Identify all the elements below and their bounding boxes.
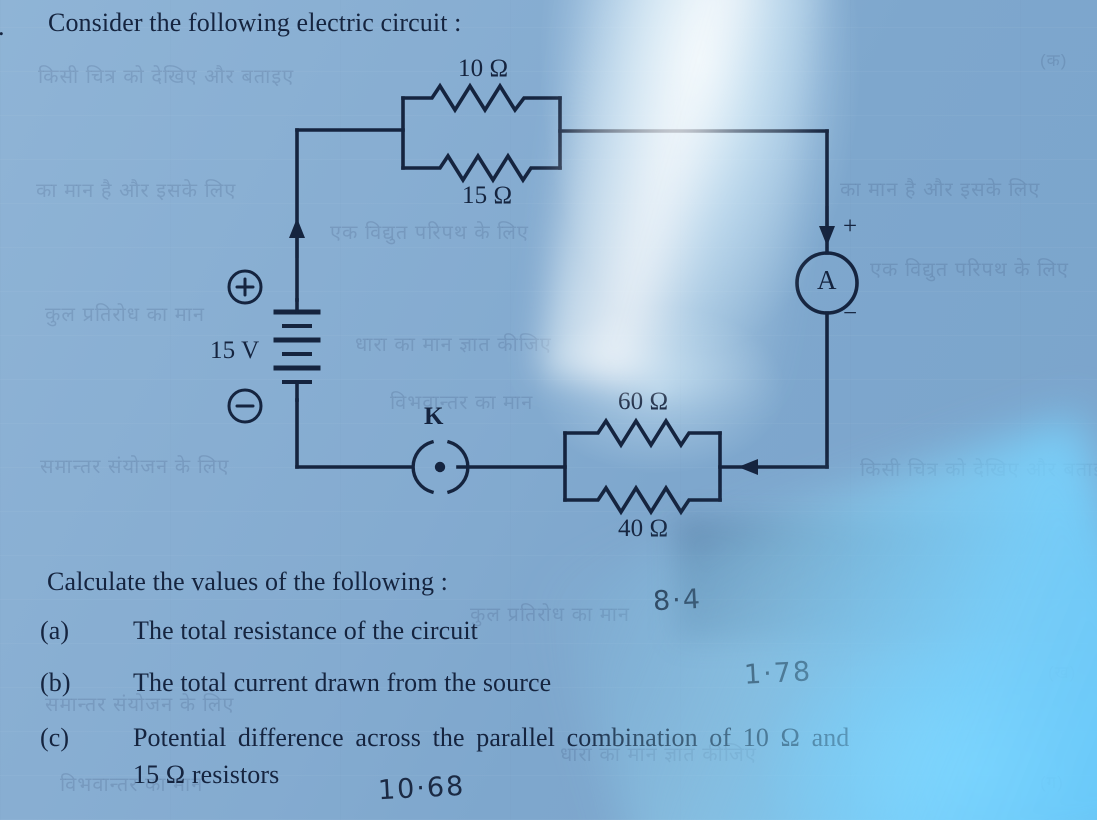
- current-arrow-shafts: [295, 206, 829, 258]
- label-source-voltage: 15 V: [210, 337, 260, 364]
- label-ammeter-minus: −: [843, 300, 858, 327]
- question-text-c: Potential difference across the parallel…: [133, 723, 850, 752]
- handwritten-answer-b: 1·78: [743, 656, 813, 691]
- page-title: Consider the following electric circuit …: [48, 8, 462, 37]
- handwritten-answer-a: 8·4: [652, 583, 703, 618]
- label-ammeter-plus: +: [843, 213, 858, 240]
- label-10-ohm: 10 Ω: [458, 55, 509, 82]
- label-15-ohm: 15 Ω: [462, 182, 513, 209]
- instruction-text: Calculate the values of the following :: [47, 567, 449, 596]
- question-marker-a: (a): [40, 616, 70, 645]
- label-switch-k: K: [424, 403, 444, 430]
- question-text-b: The total current drawn from the source: [133, 668, 552, 697]
- question-marker-c: (c): [40, 723, 70, 752]
- handwritten-answer-c: 10·68: [377, 770, 467, 807]
- label-60-ohm: 60 Ω: [618, 388, 669, 415]
- current-arrows: [289, 218, 835, 475]
- label-40-ohm: 40 Ω: [618, 515, 669, 542]
- question-marker-b: (b): [40, 668, 71, 697]
- battery-terminal-glyphs: [235, 277, 255, 408]
- edge-mark: .: [0, 12, 5, 42]
- question-text-c-line2: 15 Ω resistors: [133, 760, 280, 789]
- question-text-a: The total resistance of the circuit: [133, 616, 478, 645]
- switch-contact-dot: [434, 461, 446, 473]
- label-ammeter: A: [817, 265, 837, 295]
